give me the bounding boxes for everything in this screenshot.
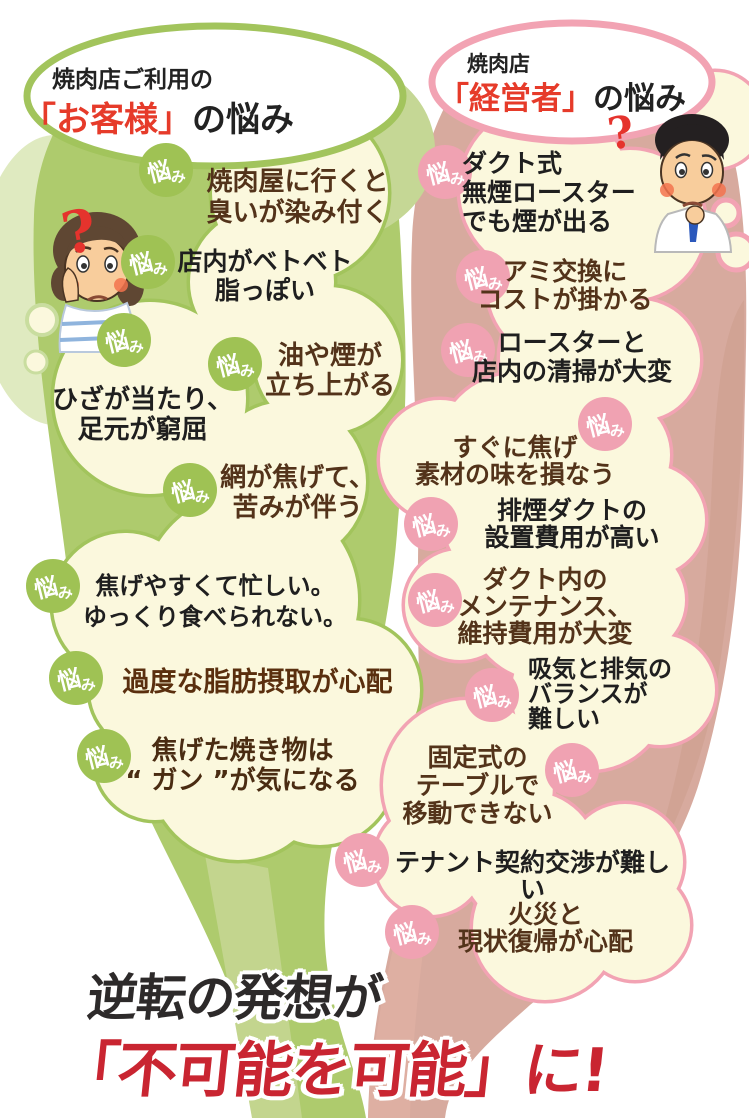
bubble-line: 火災と — [507, 900, 583, 929]
bubble-line: ダクト式 — [462, 149, 563, 178]
bubble-line: アミ交換に — [502, 257, 628, 286]
bubble-line: 焼肉屋に行くと — [206, 167, 389, 197]
worry-badge: 悩み — [418, 145, 472, 199]
bubble-owner-cleaning: ロースターと 店内の清掃が大変 — [452, 328, 692, 386]
customer-title-ellipse — [23, 22, 407, 170]
bubble-line: 店内の清掃が大変 — [471, 357, 672, 386]
bubble-line: 排煙ダクトの — [496, 496, 647, 525]
worry-badge: 悩み — [121, 235, 175, 289]
bubble-line: 苦みが伴う — [232, 493, 363, 523]
worry-badge: 悩み — [441, 323, 495, 377]
bubble-owner-duct-install-cost: 排煙ダクトの 設置費用が高い — [452, 497, 692, 551]
bubble-line: 無煙ロースター — [462, 178, 636, 207]
worry-badge: 悩み — [335, 833, 389, 887]
worry-badge: 悩み — [578, 397, 632, 451]
bubble-line: 油や煙が — [277, 341, 382, 371]
bubble-line: テナント契約交渉が難しい — [394, 848, 670, 904]
bubble-line: 焦げた焼き物は — [151, 736, 334, 766]
worry-badge: 悩み — [385, 905, 439, 959]
customer-thought-trail — [23, 303, 59, 375]
bubble-owner-duct-roaster: ダクト式 無煙ロースター でも煙が出る — [462, 149, 682, 236]
bubble-line: 移動できない — [402, 799, 553, 828]
bubble-customer-cramped: ひざが当たり、 足元が窮屈 — [30, 385, 255, 445]
bubble-line: 過度な脂肪摂取が心配 — [122, 667, 393, 698]
worry-badge: 悩み — [545, 743, 599, 797]
bubble-line: 現状復帰が心配 — [457, 927, 633, 956]
owner-title-suffix: の悩み — [593, 81, 686, 117]
owner-title-highlight: 「経営者」 — [438, 81, 593, 117]
bubble-line: ゆっくり食べられない。 — [83, 603, 347, 631]
worry-badge: 悩み — [208, 337, 262, 391]
customer-title-highlight: 「お客様」 — [22, 100, 192, 140]
owner-title-line1: 焼肉店 — [467, 52, 530, 76]
bubble-customer-smell: 焼肉屋に行くと 臭いが染み付く — [190, 167, 405, 229]
bubble-line: 設置費用が高い — [484, 523, 660, 552]
worry-badge: 悩み — [456, 250, 510, 304]
worry-badge: 悩み — [408, 573, 462, 627]
worry-badge: 悩み — [139, 143, 193, 197]
bubble-line: コストが掛かる — [477, 285, 653, 314]
bubble-line: 素材の味を損なう — [414, 460, 615, 489]
worry-badge: 悩み — [163, 463, 217, 517]
bubble-owner-fixed-table: 固定式の テーブルで 移動できない — [385, 744, 570, 828]
owner-character-illustration — [653, 114, 733, 253]
bubble-owner-air-balance: 吸気と排気の バランスが 難しい — [528, 657, 713, 732]
worry-badge: 悩み — [49, 651, 103, 705]
bubble-owner-net-cost: アミ交換に コストが掛かる — [450, 258, 680, 314]
customer-title-line2: 「お客様」の悩み — [22, 92, 294, 141]
bubble-owner-burns-fast: すぐに焦げ 素材の味を損なう — [400, 434, 630, 488]
bubble-line: 維持費用が大変 — [457, 619, 633, 648]
bubble-customer-cancer-worry: 焦げた焼き物は “ ガン ”が気になる — [110, 736, 375, 796]
owner-title-ellipse — [428, 19, 716, 145]
bubble-customer-smoke-rises: 油や煙が 立ち上がる — [250, 341, 410, 401]
bubble-line: ダクト内の — [482, 565, 608, 594]
footer-slogan-line1: 逆転の発想が — [84, 969, 385, 1027]
customer-title-suffix: の悩み — [192, 100, 294, 140]
worry-badge: 悩み — [465, 668, 519, 722]
bubble-line: 店内がベトベト — [177, 247, 353, 276]
bubble-line: ロースターと — [497, 328, 647, 357]
bubble-owner-fire-restoration: 火災と 現状復帰が心配 — [428, 901, 663, 955]
bubble-line: 難しい — [528, 705, 600, 733]
worry-badge: 悩み — [77, 729, 131, 783]
bubble-line: 焦げやすくて忙しい。 — [95, 572, 335, 600]
bubble-owner-duct-maintenance: ダクト内の メンテナンス、 維持費用が大変 — [435, 566, 655, 647]
bubble-line: 足元が窮屈 — [77, 415, 208, 445]
bubble-line: 立ち上がる — [264, 371, 395, 401]
bubble-customer-greasy: 店内がベトベト 脂っぽい — [165, 247, 365, 305]
bubble-line: テーブルで — [415, 771, 540, 800]
worry-badge: 悩み — [97, 313, 151, 367]
bubble-customer-fat-intake: 過度な脂肪摂取が心配 — [115, 668, 400, 698]
bubble-line: 臭いが染み付く — [206, 198, 389, 228]
bubble-line: ひざが当たり、 — [52, 385, 233, 415]
bubble-line: 固定式の — [427, 743, 528, 772]
bubble-line: メンテナンス、 — [457, 592, 633, 621]
worry-badge: 悩み — [404, 497, 458, 551]
bubble-line: バランスが — [528, 680, 648, 708]
bubble-line: 脂っぽい — [214, 276, 315, 305]
bubble-line: “ ガン ”が気になる — [125, 766, 360, 796]
bubble-customer-busy: 焦げやすくて忙しい。 ゆっくり食べられない。 — [80, 571, 350, 633]
customer-title-line1: 焼肉店ご利用の — [52, 67, 213, 93]
bubble-line: すぐに焦げ — [452, 433, 578, 462]
footer-slogan-line2: 「不可能を可能」に! — [55, 1036, 611, 1106]
bubble-owner-tenant-contract: テナント契約交渉が難しい — [390, 849, 675, 903]
worry-badge: 悩み — [26, 559, 80, 613]
bubble-line: でも煙が出る — [462, 207, 613, 236]
owner-title-line2: 「経営者」の悩み — [438, 73, 686, 118]
bubble-line: 網が焦げて、 — [220, 463, 375, 493]
bubble-customer-burnt-grill: 網が焦げて、 苦みが伴う — [200, 463, 395, 523]
bubble-line: 吸気と排気の — [528, 655, 672, 683]
